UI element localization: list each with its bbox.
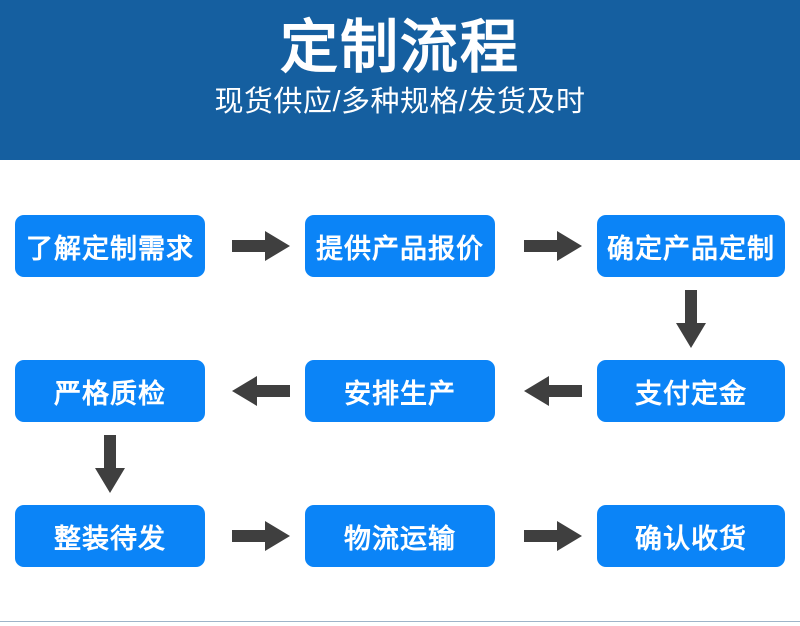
flow-node-confirm-receipt[interactable]: 确认收货 (597, 505, 785, 567)
page-header-banner: 定制流程 现货供应/多种规格/发货及时 (0, 0, 800, 160)
arrow-down-icon (93, 435, 127, 493)
flow-node-understand-requirements[interactable]: 了解定制需求 (15, 215, 205, 277)
arrow-right-icon (524, 519, 582, 553)
bottom-divider (0, 621, 800, 622)
arrow-right-icon (232, 229, 290, 263)
flow-node-arrange-production[interactable]: 安排生产 (305, 360, 495, 422)
page-title: 定制流程 (279, 15, 520, 80)
flow-node-provide-quotation[interactable]: 提供产品报价 (305, 215, 495, 277)
flow-node-pay-deposit[interactable]: 支付定金 (597, 360, 785, 422)
arrow-right-icon (524, 229, 582, 263)
process-flow-diagram: 了解定制需求 提供产品报价 确定产品定制 严格质检 安排生产 (0, 160, 800, 626)
flow-node-strict-quality-inspection[interactable]: 严格质检 (15, 360, 205, 422)
flow-node-confirm-customization[interactable]: 确定产品定制 (597, 215, 785, 277)
arrow-left-icon (524, 374, 582, 408)
arrow-left-icon (232, 374, 290, 408)
flow-node-packed-ready-to-ship[interactable]: 整装待发 (15, 505, 205, 567)
page-subtitle: 现货供应/多种规格/发货及时 (214, 86, 586, 119)
arrow-down-icon (674, 290, 708, 348)
flow-node-logistics-transport[interactable]: 物流运输 (305, 505, 495, 567)
arrow-right-icon (232, 519, 290, 553)
